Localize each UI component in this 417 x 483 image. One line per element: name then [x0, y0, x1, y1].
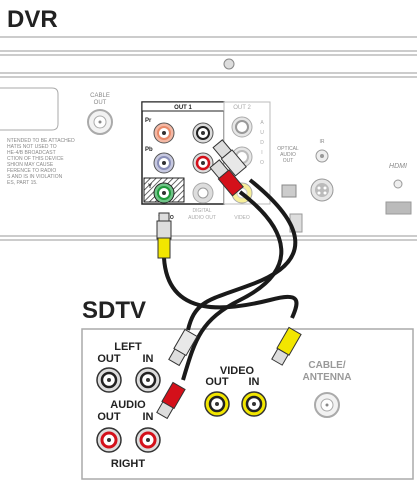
svg-text:D: D [260, 140, 264, 146]
optical-audio-port [281, 184, 297, 198]
svg-text:HE-4/B BROADCAST: HE-4/B BROADCAST [7, 150, 56, 156]
svg-text:ES, PART 15.: ES, PART 15. [7, 180, 38, 186]
cable-out-coax-jack [87, 109, 113, 135]
svg-text:O: O [260, 160, 264, 166]
out1-label: OUT 1 [174, 105, 192, 111]
video-cable [162, 257, 299, 319]
tv-video-in-jack [241, 391, 267, 417]
dvr-title: DVR [7, 6, 58, 33]
audio-right-plug-dvr [209, 159, 244, 197]
audio-left-plug-dvr [212, 139, 247, 177]
tv-audio-in-l-label: IN [143, 353, 154, 365]
out2-video-label: VIDEO [234, 215, 250, 221]
cable-out-label-2: OUT [94, 100, 107, 106]
out1-audio-right-jack [192, 152, 214, 174]
tv-video-in-label: IN [249, 376, 260, 388]
y-green-jack [153, 182, 175, 204]
ir-jack [315, 149, 329, 163]
audio-right-plug-tv [156, 381, 186, 420]
tv-video-label: VIDEO [220, 365, 255, 377]
optical-label-3: OUT [283, 158, 294, 164]
svg-text:FERENCE TO RADIO: FERENCE TO RADIO [7, 168, 56, 174]
svg-text:I: I [261, 150, 262, 156]
svg-text:S AND IS IN VIOLATION: S AND IS IN VIOLATION [7, 174, 63, 180]
tv-cable-antenna-label-2: ANTENNA [303, 372, 352, 383]
sdtv-title: SDTV [82, 297, 146, 324]
audio-right-cable [181, 190, 284, 381]
svg-text:U: U [260, 130, 264, 136]
tv-cable-antenna-coax-jack [314, 392, 340, 418]
optical-label-2: AUDIO [280, 152, 296, 158]
out2-label: OUT 2 [233, 105, 251, 111]
tv-left-label: LEFT [114, 341, 142, 353]
tv-audio-left-in-jack [135, 367, 161, 393]
pr-label: Pr [145, 118, 152, 124]
digital-audio-out-jack [192, 182, 214, 204]
tv-audio-in-r-label: IN [143, 411, 154, 423]
tv-audio-right-out-jack [96, 427, 122, 453]
out2-audio-left-jack [231, 116, 253, 138]
pb-jack [153, 152, 175, 174]
dvr-panel-outline [0, 36, 417, 241]
svg-text:CTION OF THIS DEVICE: CTION OF THIS DEVICE [7, 156, 64, 162]
digital-audio-label: DIGITAL [192, 208, 211, 214]
tv-audio-out-r-label: OUT [97, 411, 121, 423]
digital-audio-label-2: AUDIO OUT [188, 215, 216, 221]
tv-audio-out-l-label: OUT [97, 353, 121, 365]
tv-cable-antenna-label: CABLE/ [308, 360, 345, 371]
tv-video-out-jack [204, 391, 230, 417]
pr-jack [153, 122, 175, 144]
svg-text:A: A [260, 120, 264, 126]
cable-out-label: CABLE [90, 93, 110, 99]
svg-text:NTENDED TO BE ATTACHED: NTENDED TO BE ATTACHED [7, 138, 75, 144]
tv-right-label: RIGHT [111, 458, 146, 470]
tv-audio-right-in-jack [135, 427, 161, 453]
tv-audio-label: AUDIO [110, 399, 146, 411]
video-plug-tv [271, 326, 302, 366]
audio-vertical-label: A U D I O [260, 120, 264, 166]
pb-label: Pb [145, 147, 153, 153]
tv-video-out-label: OUT [205, 376, 229, 388]
video-plug-dvr [156, 212, 172, 259]
fcc-warning-text: NTENDED TO BE ATTACHED HATIS NOT USED TO… [7, 138, 75, 186]
svg-text:HATIS NOT USED TO: HATIS NOT USED TO [7, 144, 57, 150]
audio-left-plug-tv [168, 328, 198, 367]
audio-left-cable [186, 178, 298, 331]
svg-text:SHION MAY CAUSE: SHION MAY CAUSE [7, 162, 54, 168]
optical-label: OPTICAL [277, 146, 299, 152]
out1-audio-left-jack [192, 122, 214, 144]
hdmi-label: HDMI [389, 163, 407, 170]
tv-audio-left-out-jack [96, 367, 122, 393]
ir-label: IR [320, 139, 325, 145]
hdmi-port [385, 179, 412, 215]
y-label: Y [148, 184, 152, 190]
panel-screw [223, 58, 235, 70]
s-video-jack [310, 178, 334, 202]
dvr-left-box [0, 87, 59, 131]
